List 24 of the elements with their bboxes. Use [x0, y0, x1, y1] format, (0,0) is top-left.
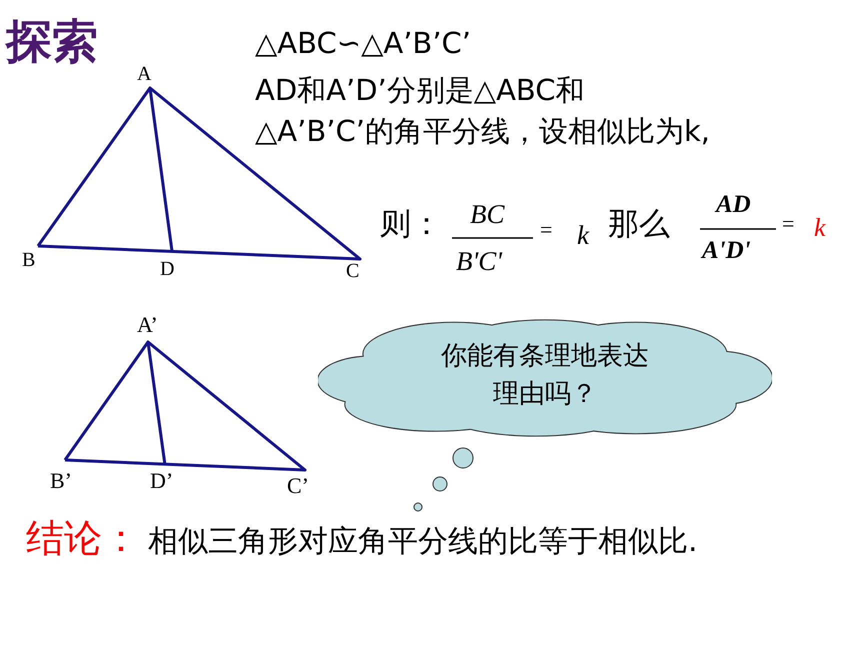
numerator: BC: [470, 198, 505, 230]
statement-text: △ABC∽△A’B’C’: [255, 26, 472, 61]
vertex-label: B’: [50, 468, 72, 494]
numerator: AD: [716, 190, 751, 220]
denominator: A'D': [702, 236, 751, 266]
conclusion-label: 结论：: [26, 516, 140, 562]
vertex-label: C: [346, 259, 360, 283]
equals-sign: =: [540, 217, 552, 244]
vertex-label: A’: [137, 312, 158, 338]
formula-variable: k: [814, 212, 826, 244]
denominator: B'C': [456, 245, 502, 278]
vertex-label: D’: [150, 468, 174, 494]
equals-sign: =: [782, 211, 794, 238]
cloud-text: 你能有条理地表达理由吗？: [440, 340, 650, 411]
title: 探索: [6, 14, 98, 70]
formula-text: 那么: [608, 206, 670, 244]
vertex-label: C’: [287, 473, 309, 500]
formula-text: 则：: [380, 206, 442, 244]
vertex-label: B: [22, 248, 36, 272]
vertex-label: D: [160, 257, 174, 281]
formula-variable: k: [577, 219, 589, 252]
conclusion-text: 相似三角形对应角平分线的比等于相似比.: [148, 524, 698, 560]
statement-text: AD和A’D’分别是△ABC和△A’B’C’的角平分线，设相似比为k,: [255, 72, 711, 150]
vertex-label: A: [137, 62, 152, 86]
